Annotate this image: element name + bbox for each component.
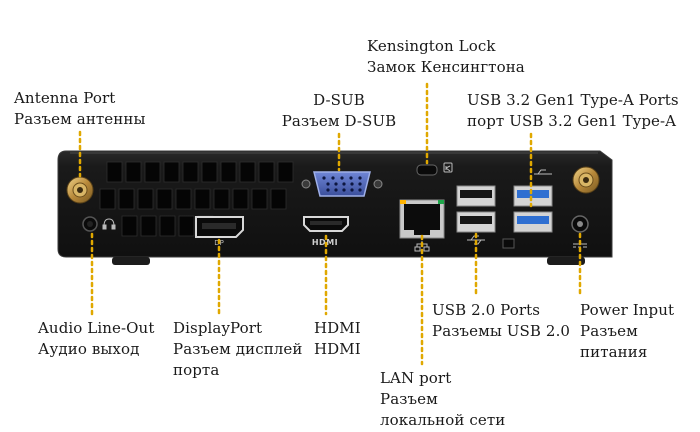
vent-slot	[194, 188, 211, 210]
dsub-pin	[326, 188, 330, 192]
label-hdmi: HDMI HDMI	[314, 318, 361, 360]
vent-slot	[251, 188, 268, 210]
dsub-pin	[350, 188, 354, 192]
usb32-port-top	[513, 185, 553, 207]
usb20-port-top	[456, 185, 496, 207]
label-antenna-en: Antenna Port	[14, 89, 116, 107]
label-displayport-ru: Разъем дисплей	[173, 340, 303, 358]
label-kensington-en: Kensington Lock	[367, 37, 496, 55]
label-lan: LAN port Разъем локальной сети	[380, 368, 505, 431]
label-usb32: USB 3.2 Gen1 Type-A Ports порт USB 3.2 G…	[467, 90, 679, 132]
vent-slot	[213, 188, 230, 210]
vent-slot	[175, 188, 192, 210]
usb20-port-bottom	[456, 211, 496, 233]
label-antenna: Antenna Port Разъем антенны	[14, 88, 146, 130]
dsub-pin	[342, 182, 346, 186]
vent-slot	[137, 188, 154, 210]
label-audio: Audio Line-Out Аудио выход	[38, 318, 154, 360]
vent-slot	[239, 161, 256, 183]
antenna-port-left	[66, 176, 94, 204]
vent-slot	[106, 161, 123, 183]
vent-slot	[178, 215, 195, 237]
dsub-pin	[326, 182, 330, 186]
label-displayport-ru2: порта	[173, 361, 220, 379]
vent-slot	[277, 161, 294, 183]
power-jack	[571, 215, 589, 233]
label-hdmi-en: HDMI	[314, 319, 361, 337]
label-usb20-en: USB 2.0 Ports	[432, 301, 541, 319]
vent-slot	[125, 161, 142, 183]
label-displayport-en: DisplayPort	[173, 319, 263, 337]
label-usb32-en: USB 3.2 Gen1 Type-A Ports	[467, 91, 679, 109]
displayport-connector	[195, 216, 244, 238]
kensington-lock-icon	[443, 162, 453, 173]
dsub-pin	[349, 176, 353, 180]
kensington-slot	[416, 164, 438, 176]
hole	[502, 238, 515, 249]
dsub-pins	[322, 176, 362, 192]
audio-jack	[82, 216, 98, 232]
dsub-pin	[358, 176, 362, 180]
vent-slot	[121, 215, 138, 237]
label-displayport: DisplayPort Разъем дисплей порта	[173, 318, 303, 381]
dsub-pin	[331, 176, 335, 180]
label-hdmi-ru: HDMI	[314, 340, 361, 358]
label-lan-en: LAN port	[380, 369, 452, 387]
dsub-pin	[342, 188, 346, 192]
label-power-en: Power Input	[580, 301, 675, 319]
vent-slot	[159, 215, 176, 237]
vent-grille	[99, 161, 294, 237]
dsub-connector	[301, 171, 383, 197]
label-power-ru2: питания	[580, 343, 648, 361]
vent-slot	[232, 188, 249, 210]
label-kensington-ru: Замок Кенсингтона	[367, 58, 525, 76]
lan-connector	[399, 199, 445, 239]
dsub-pin	[334, 188, 338, 192]
label-usb20-ru: Разъемы USB 2.0	[432, 322, 571, 340]
usb-ss-icon	[534, 169, 552, 175]
label-lan-ru2: локальной сети	[380, 411, 506, 429]
vent-slot	[140, 215, 157, 237]
vent-slot	[156, 188, 173, 210]
vent-slot	[144, 161, 161, 183]
foot-right	[547, 257, 585, 265]
vent-slot	[258, 161, 275, 183]
foot-left	[112, 257, 150, 265]
hdmi-connector	[303, 216, 349, 232]
dsub-pin	[340, 176, 344, 180]
dsub-pin	[334, 182, 338, 186]
usb32-port-bottom	[513, 211, 553, 233]
antenna-port-right	[572, 166, 600, 194]
hdmi-marking: HDMI	[312, 238, 338, 247]
vent-slot	[220, 161, 237, 183]
label-audio-en: Audio Line-Out	[38, 319, 155, 337]
label-usb32-ru: порт USB 3.2 Gen1 Type-A	[467, 112, 677, 130]
vent-slot	[99, 188, 116, 210]
vent-slot	[118, 188, 135, 210]
label-antenna-ru: Разъем антенны	[14, 110, 146, 128]
vent-slot	[182, 161, 199, 183]
label-usb20: USB 2.0 Ports Разъемы USB 2.0	[432, 300, 570, 342]
dsub-pin	[358, 188, 362, 192]
label-dsub-ru: Разъем D-SUB	[281, 112, 397, 130]
vent-slot	[201, 161, 218, 183]
dsub-pin	[358, 182, 362, 186]
dsub-pin	[322, 176, 326, 180]
label-kensington: Kensington Lock Замок Кенсингтона	[367, 36, 525, 78]
label-dsub: D-SUB Разъем D-SUB	[268, 90, 410, 132]
vent-slot	[163, 161, 180, 183]
label-power-ru: Разъем	[580, 322, 638, 340]
dsub-pin	[350, 182, 354, 186]
label-dsub-en: D-SUB	[313, 91, 365, 109]
headphone-icon	[102, 218, 116, 230]
label-audio-ru: Аудио выход	[38, 340, 140, 358]
vent-slot	[270, 188, 287, 210]
label-power: Power Input Разъем питания	[580, 300, 674, 363]
label-lan-ru: Разъем	[380, 390, 438, 408]
